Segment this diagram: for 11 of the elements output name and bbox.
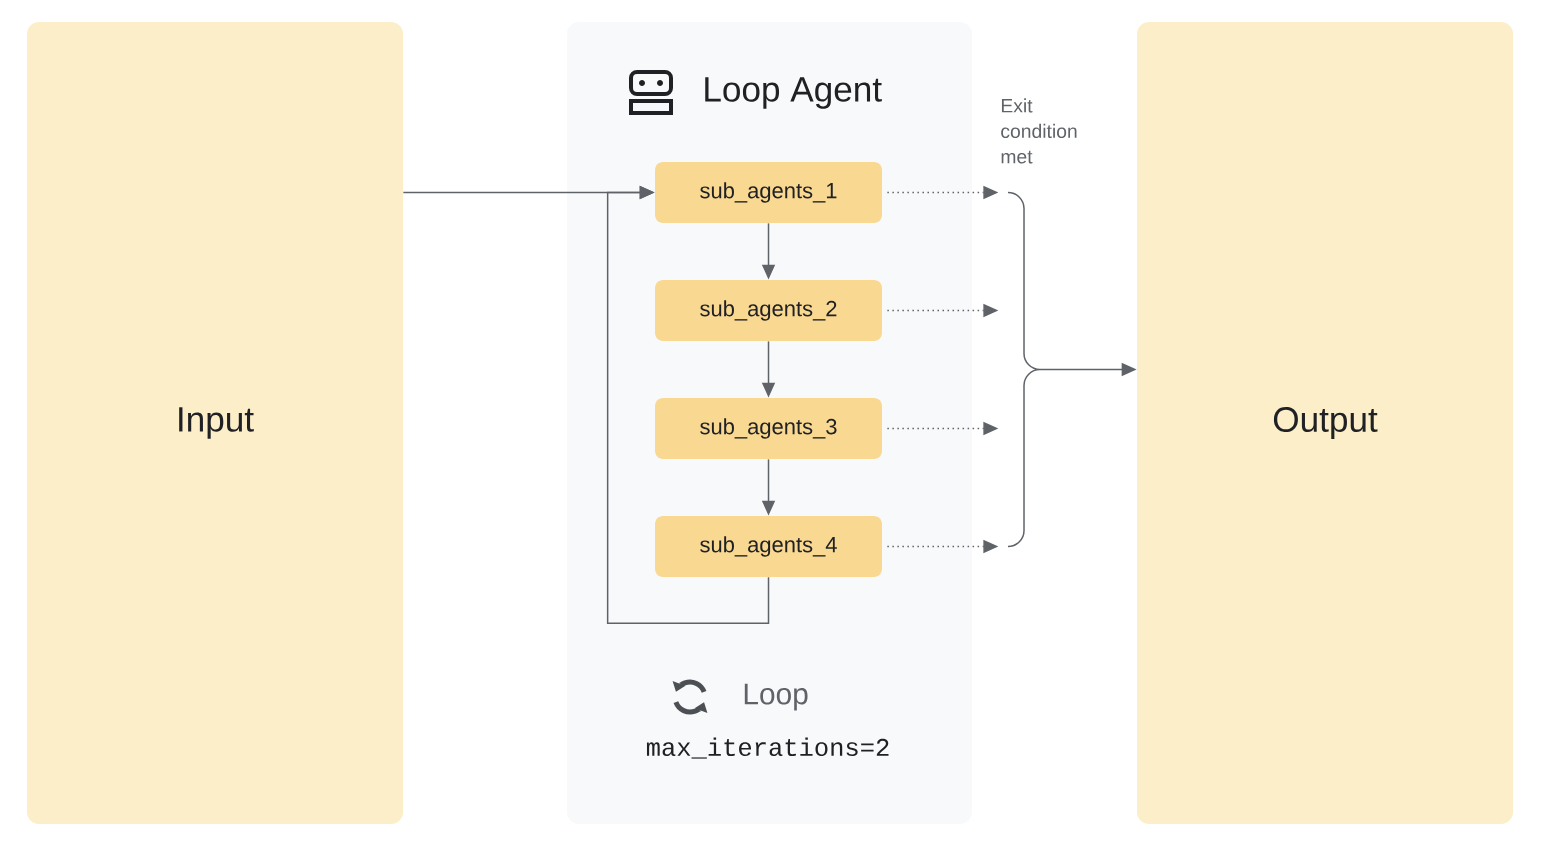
panel-title: Loop Agent	[705, 77, 882, 109]
process-box: Input	[27, 22, 403, 824]
loop-label: Loop	[744, 683, 808, 711]
agent-box: sub_agents_3	[655, 398, 882, 459]
annotation-text: Exit condition met	[1001, 98, 1077, 164]
code-text: max_iterations=2	[646, 737, 889, 759]
process-box: Output	[1137, 22, 1513, 824]
agent-box: sub_agents_1	[655, 162, 882, 223]
agent-box: sub_agents_4	[655, 516, 882, 577]
agent-box: sub_agents_2	[655, 280, 882, 341]
loop-arrow	[606, 185, 770, 625]
